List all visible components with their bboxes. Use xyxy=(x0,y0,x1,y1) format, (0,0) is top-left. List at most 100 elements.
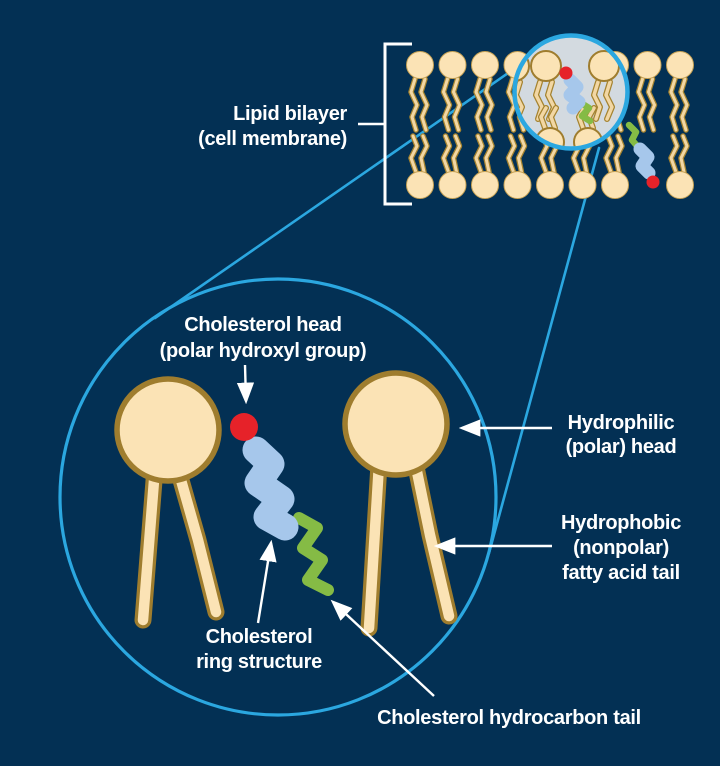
label-hydrophobic: Hydrophobic xyxy=(561,512,681,534)
fatty-acid-tail xyxy=(539,106,548,130)
phospholipid xyxy=(503,133,532,199)
fatty-acid-tail xyxy=(137,462,161,626)
phospholipid-right xyxy=(342,370,458,637)
cholesterol-molecule xyxy=(559,66,594,125)
phospholipid-head xyxy=(666,171,694,199)
label-cell-membrane: (cell membrane) xyxy=(198,128,347,150)
fatty-acid-tail xyxy=(474,134,484,174)
fatty-acid-tail xyxy=(452,134,461,174)
fatty-acid-tail xyxy=(419,134,429,174)
phospholipid-head xyxy=(342,370,450,478)
phospholipid xyxy=(471,51,499,133)
arrow-ring-structure xyxy=(256,539,277,624)
fatty-acid-tail xyxy=(647,77,656,132)
zoom-connector-lines xyxy=(153,67,601,555)
magnifier-content xyxy=(516,50,620,147)
label-cholesterol-head: Cholesterol head xyxy=(184,314,341,336)
phospholipid-head xyxy=(601,171,629,199)
fatty-acid-tail xyxy=(549,106,558,130)
cholesterol-molecule-large xyxy=(230,413,334,596)
phospholipid-head xyxy=(568,171,597,199)
fatty-acid-tail xyxy=(637,77,646,132)
phospholipid-head xyxy=(406,51,434,79)
fatty-acid-tail xyxy=(679,134,689,174)
label-cholesterol-ring-2: ring structure xyxy=(196,651,322,673)
phospholipid-head xyxy=(536,171,564,199)
fatty-acid-tail xyxy=(604,80,614,121)
cholesterol-ring-structure xyxy=(563,73,586,115)
zoom-line-left xyxy=(153,67,516,320)
fatty-acid-tail xyxy=(409,134,419,174)
phospholipid xyxy=(633,51,662,133)
phospholipid xyxy=(471,133,499,199)
cholesterol-ring-structure xyxy=(633,142,656,180)
fatty-acid-tail xyxy=(363,458,385,634)
cholesterol-ring-structure xyxy=(242,436,299,541)
fatty-acid-tail xyxy=(484,77,494,132)
cholesterol-head-dot xyxy=(646,175,660,189)
fatty-acid-tail xyxy=(484,134,494,174)
fatty-acid-tail xyxy=(669,134,679,174)
phospholipid-left xyxy=(114,376,225,629)
phospholipid-head xyxy=(503,171,532,199)
fatty-acid-tail xyxy=(679,77,689,132)
lipid-bilayer-small xyxy=(406,51,694,199)
arrow-hydrocarbon-tail xyxy=(330,599,435,697)
fatty-acid-tail xyxy=(171,460,222,618)
phospholipid xyxy=(601,133,629,199)
zoom-line-right xyxy=(487,146,601,555)
fatty-acid-tail xyxy=(507,134,516,174)
fatty-acid-tail xyxy=(517,134,526,174)
cholesterol-hydrocarbon-tail xyxy=(577,99,594,125)
label-lipid-bilayer: Lipid bilayer xyxy=(233,103,347,125)
label-hydrophobic-2: (nonpolar) xyxy=(573,537,669,559)
magnifier-rim xyxy=(512,33,630,151)
fatty-acid-tail xyxy=(604,134,614,174)
cholesterol-head-dot xyxy=(230,413,258,441)
cholesterol-hydrocarbon-tail xyxy=(293,512,334,596)
phospholipid xyxy=(666,133,694,199)
fatty-acid-tail xyxy=(592,80,602,121)
phospholipid-magnified xyxy=(535,105,565,147)
label-cholesterol-ring: Cholesterol xyxy=(206,626,313,648)
cholesterol-molecule xyxy=(625,121,660,189)
phospholipid-head xyxy=(530,50,562,82)
label-cholesterol-hydrocarbon-tail: Cholesterol hydrocarbon tail xyxy=(377,707,641,729)
membrane-cholesterol-bottom xyxy=(625,121,660,189)
fatty-acid-tail xyxy=(419,77,429,132)
phospholipid xyxy=(666,51,694,133)
fatty-acid-tail xyxy=(442,134,451,174)
bilayer-bracket-group: Lipid bilayer (cell membrane) xyxy=(198,42,412,206)
phospholipid-head xyxy=(438,51,467,79)
phospholipid-head xyxy=(666,51,694,79)
magnifier xyxy=(512,33,630,151)
phospholipid-head xyxy=(406,171,434,199)
fatty-acid-tail xyxy=(409,77,419,132)
fatty-acid-tail xyxy=(474,77,484,132)
phospholipid-head xyxy=(114,376,222,484)
phospholipid-head xyxy=(438,171,467,199)
fatty-acid-tail xyxy=(452,77,461,132)
cholesterol-head-dot xyxy=(559,66,573,80)
fatty-acid-tail xyxy=(442,77,451,132)
label-hydrophobic-3: fatty acid tail xyxy=(562,562,680,584)
label-hydrophilic: Hydrophilic xyxy=(568,412,675,434)
phospholipid-head xyxy=(471,51,499,79)
annotation-arrows xyxy=(236,364,552,697)
phospholipid xyxy=(406,51,434,133)
cholesterol-hydrocarbon-tail xyxy=(625,121,642,151)
label-cholesterol-head-2: (polar hydroxyl group) xyxy=(160,340,367,362)
fatty-acid-tail xyxy=(669,77,679,132)
phospholipid xyxy=(406,133,434,199)
labels: Cholesterol head (polar hydroxyl group) … xyxy=(160,314,682,729)
fatty-acid-tail xyxy=(614,134,624,174)
phospholipid xyxy=(438,133,467,199)
phospholipid xyxy=(438,51,467,133)
phospholipid-head xyxy=(471,171,499,199)
label-hydrophilic-2: (polar) head xyxy=(566,436,677,458)
detail-circle xyxy=(58,277,498,717)
arrow-cholesterol-head xyxy=(236,364,255,405)
phospholipid-head xyxy=(633,51,662,79)
